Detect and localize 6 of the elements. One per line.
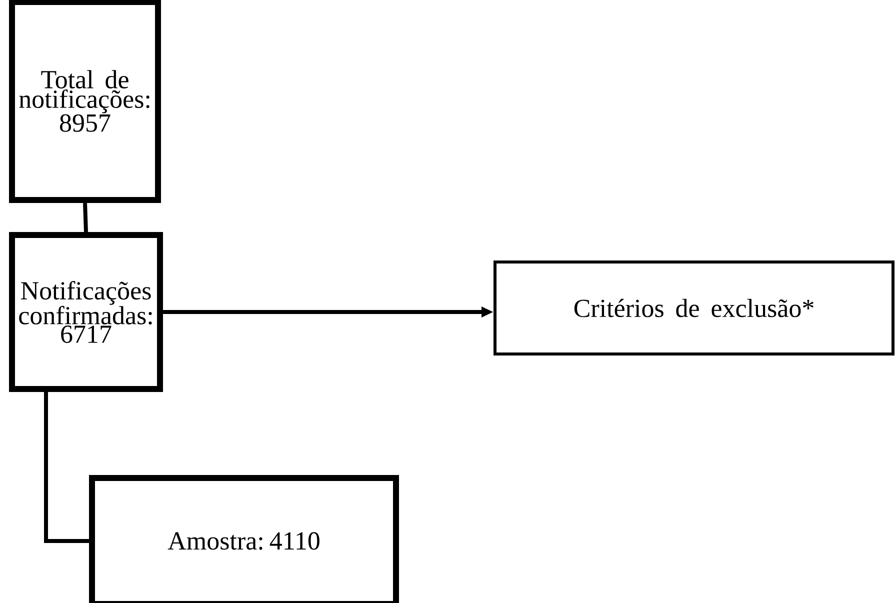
process-box: Notificações confirmadas: 6717 [9,232,163,392]
process-box: Critérios de exclusão* [494,260,894,356]
connector [83,202,88,232]
process-box: Total de notificações: 8957 [9,0,161,203]
connector [44,392,89,543]
process-box: Amostra: 4110 [89,475,399,603]
